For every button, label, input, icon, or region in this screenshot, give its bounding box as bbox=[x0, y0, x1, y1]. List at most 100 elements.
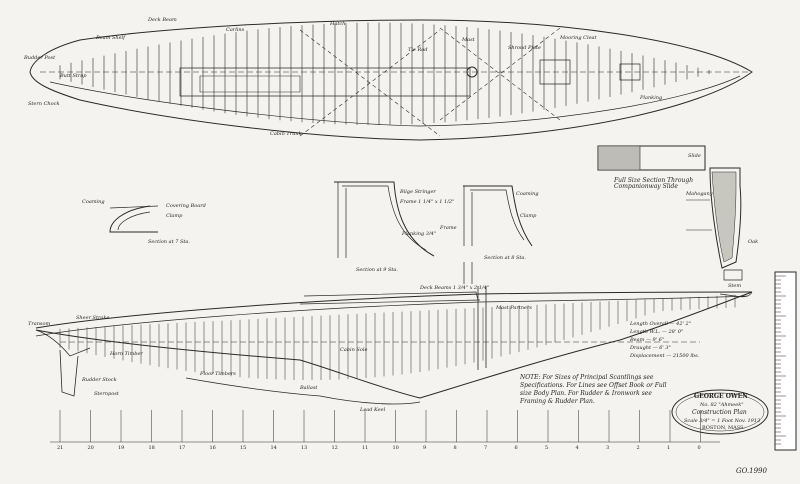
station-number: 10 bbox=[392, 445, 399, 451]
section-label-covering-board: Covering Board bbox=[166, 203, 206, 209]
station-number: 2 bbox=[636, 445, 640, 451]
station-number: 5 bbox=[545, 445, 549, 451]
section-center-frame bbox=[342, 185, 427, 251]
station-number: 0 bbox=[697, 445, 701, 451]
companionway-cap-hatch bbox=[597, 145, 641, 171]
section-center-post bbox=[337, 182, 347, 258]
stamp-name: GEORGE OWEN bbox=[694, 393, 748, 400]
deck-plan-diagonal-2 bbox=[299, 29, 441, 137]
section-center-bottom-title: Section at 8 Sta. bbox=[484, 255, 526, 261]
deck-plan-inner-line bbox=[49, 75, 741, 127]
station-lines bbox=[50, 410, 720, 443]
scale-ruler bbox=[774, 271, 797, 451]
profile-frames bbox=[59, 294, 736, 381]
profile-label-ballast: Ballast bbox=[300, 385, 318, 391]
dimensions-block: Length Overall — 42' 2" Length W.L. — 28… bbox=[630, 322, 699, 359]
profile-sheer bbox=[35, 291, 753, 329]
station-number: 18 bbox=[148, 445, 155, 451]
station-number: 1 bbox=[667, 445, 671, 451]
station-number: 8 bbox=[453, 445, 457, 451]
profile-label-floor-timbers: Floor Timbers bbox=[200, 371, 236, 377]
deck-plan-outline bbox=[29, 19, 753, 141]
dimension-draught: Draught — 6' 3" bbox=[630, 345, 671, 351]
deck-plan-cabin bbox=[179, 67, 471, 97]
companionway-label-slide: Slide bbox=[688, 153, 701, 159]
station-number: 17 bbox=[179, 445, 186, 451]
station-number: 4 bbox=[575, 445, 579, 451]
profile-label-mast-partners: Mast Partners bbox=[496, 305, 532, 311]
deck-label-shroud-plate: Shroud Plate bbox=[508, 45, 541, 51]
profile-bow bbox=[719, 291, 753, 298]
deck-label-rudder-post: Rudder Post bbox=[24, 55, 56, 61]
profile-label-sheer-strake: Sheer Strake bbox=[76, 315, 110, 321]
station-number: 12 bbox=[331, 445, 338, 451]
section-label-frame-8: Frame bbox=[440, 225, 457, 231]
deck-label-planking: Planking bbox=[640, 95, 663, 101]
dimension-loa: Length Overall — 42' 2" bbox=[630, 321, 691, 327]
deck-label-beam-shelf: Beam Shelf bbox=[96, 35, 125, 41]
station-number: 19 bbox=[118, 445, 125, 451]
sheet-number: GO.1990 bbox=[736, 467, 767, 475]
profile-stern-overhang bbox=[35, 329, 91, 357]
section-center-hull bbox=[334, 181, 435, 257]
profile-label-cabin-sole: Cabin Sole bbox=[340, 347, 368, 353]
station-number: 13 bbox=[301, 445, 308, 451]
section-8-post bbox=[463, 186, 473, 246]
profile-view bbox=[35, 286, 753, 405]
station-number: 21 bbox=[57, 445, 64, 451]
deck-label-hatch: Hatch bbox=[330, 21, 346, 27]
profile-label-horn-timber: Horn Timber bbox=[110, 351, 143, 357]
profile-cabin-top bbox=[299, 299, 481, 305]
station-number: 7 bbox=[484, 445, 488, 451]
station-number: 3 bbox=[606, 445, 610, 451]
companionway-label-mahogany: Mahogany bbox=[686, 191, 713, 197]
section-center-bottom-view bbox=[463, 185, 533, 284]
section-label-bilge-stringer: Bilge Stringer bbox=[400, 189, 436, 195]
profile-label-lead-keel: Lead Keel bbox=[360, 407, 386, 413]
deck-label-butt-strap: Butt Strap bbox=[60, 73, 87, 79]
section-left-deck bbox=[109, 205, 159, 209]
deck-plan-mast-circle bbox=[466, 66, 478, 78]
main-note: NOTE: For Sizes of Principal Scantlings … bbox=[520, 374, 667, 405]
section-label-frame-size: Frame 1 1/4" x 1 1/2" bbox=[400, 199, 455, 205]
deck-plan-view bbox=[29, 19, 753, 141]
deck-label-stern-chock: Stern Chock bbox=[28, 101, 60, 107]
profile-label-stem: Stem bbox=[728, 283, 742, 289]
companionway-slide-fill bbox=[711, 171, 737, 263]
deck-plan-forehatch bbox=[619, 63, 641, 81]
stamp-vessel: No. 82 "Ahmeek" bbox=[700, 402, 744, 408]
section-center-top-view bbox=[334, 181, 435, 258]
section-8-inner bbox=[470, 189, 525, 241]
deck-label-carlins: Carlins bbox=[226, 27, 245, 33]
section-8-hull bbox=[463, 185, 533, 247]
section-left-title: Section at 7 Sta. bbox=[148, 239, 190, 245]
section-label-coaming: Coaming bbox=[82, 199, 105, 205]
stamp-place: BOSTON, MASS. bbox=[702, 425, 745, 431]
scale-ruler-ticks bbox=[775, 275, 786, 445]
profile-label-sternpost: Sternpost bbox=[94, 391, 119, 397]
profile-keel bbox=[185, 377, 421, 405]
section-8-lower bbox=[463, 262, 473, 284]
deck-plan-cockpit bbox=[199, 75, 301, 93]
profile-label-deck-beams: Deck Beams 1 3/4" x 2 1/4" bbox=[420, 285, 490, 291]
profile-label-rudder-stock: Rudder Stock bbox=[82, 377, 117, 383]
profile-cabin-house bbox=[303, 291, 479, 301]
dimension-displacement: Displacement — 21500 lbs. bbox=[630, 353, 700, 359]
section-right-title: Full Size Section Through Companionway S… bbox=[614, 177, 694, 190]
section-left-view bbox=[109, 205, 159, 233]
section-label-coaming-8: Coaming bbox=[516, 191, 539, 197]
deck-plan-frames bbox=[59, 22, 710, 126]
deck-label-deck-beam: Deck Beam bbox=[148, 17, 177, 23]
deck-label-tie-rod: Tie Rod bbox=[408, 47, 428, 53]
section-center-top-title: Section at 9 Sta. bbox=[356, 267, 398, 273]
companionway-runner bbox=[723, 269, 743, 281]
station-number: 14 bbox=[270, 445, 277, 451]
section-left-hull bbox=[109, 205, 158, 233]
section-label-clamp: Clamp bbox=[166, 213, 183, 219]
profile-hull-bottom bbox=[35, 291, 753, 399]
deck-plan-hatch bbox=[539, 59, 571, 85]
profile-deckline bbox=[35, 295, 749, 337]
section-label-clamp-8: Clamp bbox=[520, 213, 537, 219]
